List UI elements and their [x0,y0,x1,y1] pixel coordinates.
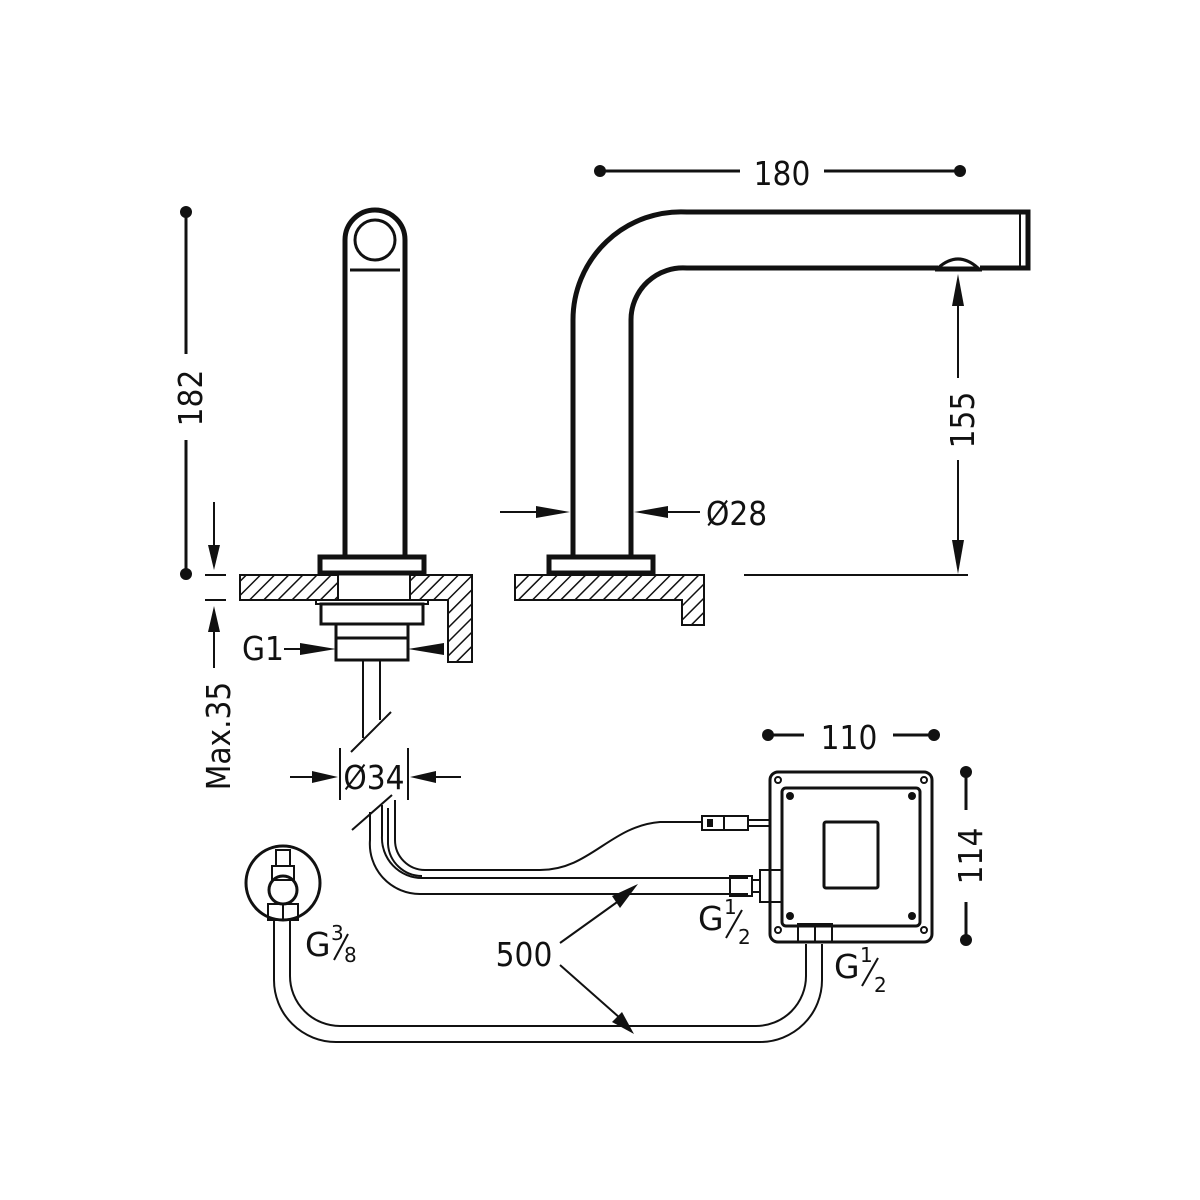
dimension-body-diameter: Ø28 [500,494,767,533]
svg-text:3: 3 [331,921,344,945]
dimension-endpoint [180,568,192,580]
svg-text:8: 8 [344,943,357,967]
dimension-hose-diameter: Ø34 [290,748,461,800]
hose-diameter-label: Ø34 [343,758,404,797]
deck-section-right [514,574,705,626]
total-height-label: 182 [171,370,210,427]
body-diameter-label: Ø28 [706,494,767,533]
box-outlet-thread-label: G 1 2 [698,895,751,949]
dimension-spout-reach: 180 [594,154,966,193]
dimension-total-height: 182 [171,206,210,580]
hose-to-box [351,794,783,903]
dimension-mounting-thread: G1 [242,629,444,668]
dimension-hose-length: 500 [496,884,638,1034]
box-height-label: 114 [951,828,990,885]
spout-height-label: 155 [943,392,982,449]
spout-side [546,209,1031,576]
dimension-spout-height: 155 [744,274,982,576]
hose-valve-to-box [273,920,823,1043]
supply-hose-upper [350,660,392,753]
svg-text:G: G [305,925,331,964]
tap-body-front [317,207,427,576]
svg-text:2: 2 [738,925,751,949]
sensor-window [822,820,880,890]
mounting-nut [315,599,429,662]
spout-reach-label: 180 [754,154,811,193]
svg-text:2: 2 [874,973,887,997]
box-inlet-thread-label: G 1 2 [834,943,887,997]
svg-text:G: G [698,899,724,938]
max-deck-label: Max.35 [199,682,238,791]
valve-thread-label: G 3 8 [305,921,357,967]
hose-length-label: 500 [496,935,553,974]
deck-section-left [239,574,473,663]
svg-text:1: 1 [724,895,737,919]
dimension-max-deck: Max.35 [199,502,238,790]
side-view: 180 Ø28 155 [500,154,1031,626]
svg-text:1: 1 [860,943,873,967]
control-box [768,770,934,944]
front-view: 182 [171,206,473,800]
installation-assembly: 110 114 G 1 2 G 3 [244,718,990,1043]
svg-text:G: G [834,947,860,986]
angle-valve [244,844,322,922]
mounting-thread-label: G1 [242,629,284,668]
box-width-label: 110 [821,718,878,757]
dimension-box-height: 114 [951,766,990,946]
dimension-box-width: 110 [762,718,940,757]
